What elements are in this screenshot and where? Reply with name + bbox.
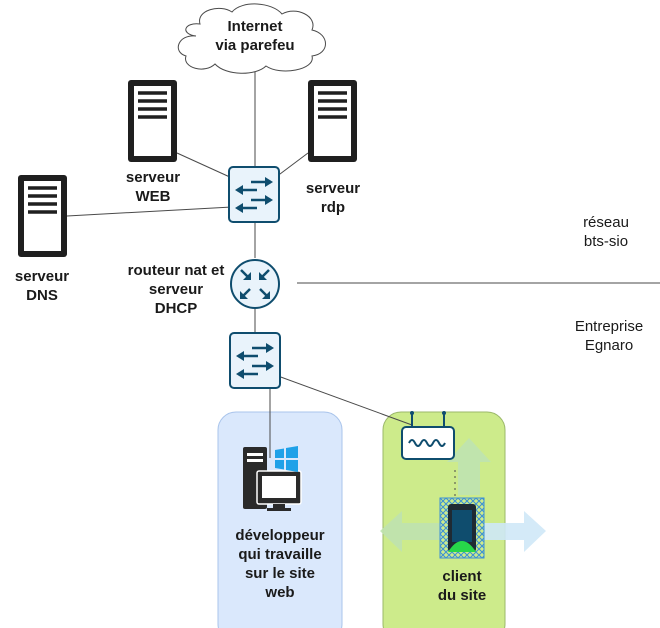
link-web-switch	[176, 152, 233, 179]
router-icon	[230, 259, 280, 309]
link-rdp-switch	[275, 152, 309, 178]
server-tower-icon	[128, 80, 177, 162]
link-switch2-wifi	[277, 375, 413, 426]
wireless-access-point-icon	[401, 411, 455, 460]
link-dns-switch	[66, 206, 233, 217]
network-switch-icon	[228, 166, 280, 223]
server-tower-icon	[18, 175, 67, 257]
mobile-phone-icon	[439, 497, 485, 559]
server-tower-icon	[308, 80, 357, 162]
network-switch-icon	[229, 332, 281, 389]
connections	[66, 55, 456, 500]
windows-workstation-icon	[243, 446, 302, 511]
movement-arrows	[380, 438, 546, 552]
cloud-icon	[177, 3, 326, 74]
